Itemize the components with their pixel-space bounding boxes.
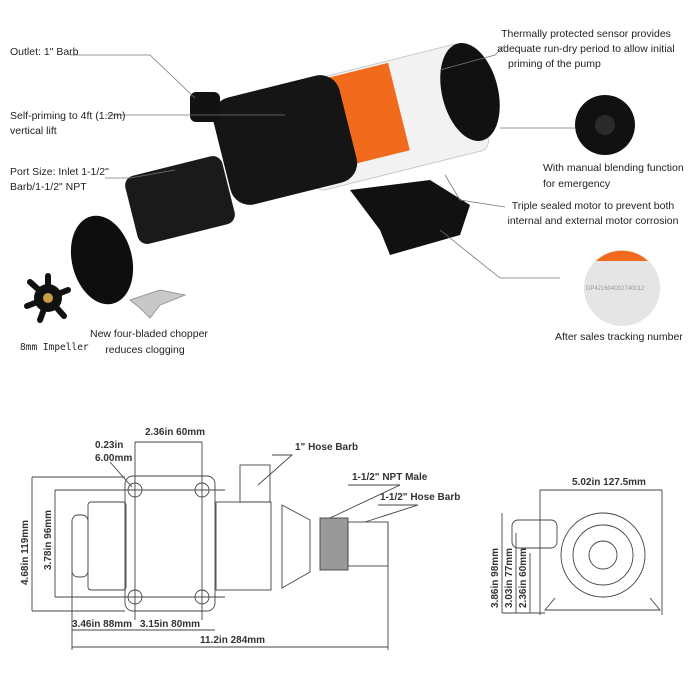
callout-thermal-3: priming of the pump xyxy=(508,58,601,70)
callout-port-size: Port Size: Inlet 1-1/2" xyxy=(10,166,109,178)
pump-photo xyxy=(70,43,500,305)
callout-self-priming-2: vertical lift xyxy=(10,125,57,137)
chopper-photo xyxy=(128,289,187,319)
tracking-code: DP421604002740012 xyxy=(586,286,645,292)
callout-outlet: Outlet: 1" Barb xyxy=(10,46,79,58)
callout-port-size-2: Barb/1-1/2" NPT xyxy=(10,181,87,193)
callout-chopper: New four-bladed chopper xyxy=(90,328,208,340)
dim-height-inner: 3.78in 96mm xyxy=(43,509,54,570)
callout-self-priming: Self-priming to 4ft (1.2m) xyxy=(10,110,126,122)
end-view-drawing xyxy=(501,489,663,615)
callout-impeller: 8mm Impeller xyxy=(20,342,89,353)
label-hose-barb-1: 1" Hose Barb xyxy=(295,442,359,453)
callout-chopper-2: reduces clogging xyxy=(105,344,185,356)
dim-bolt-spacing: 2.36in 60mm xyxy=(145,427,206,438)
dim-hole-in: 0.23in xyxy=(95,440,124,451)
callout-thermal-2: adequate run-dry period to allow initial xyxy=(497,43,675,55)
dim-motor-len: 3.46in 88mm xyxy=(72,619,133,630)
leader-lines xyxy=(70,44,575,279)
dim-end-h3: 2.36in 60mm xyxy=(518,547,529,608)
tracking-label-photo xyxy=(584,250,660,326)
label-npt-male: 1-1/2" NPT Male xyxy=(352,472,428,483)
callout-sealed-2: internal and external motor corrosion xyxy=(507,215,679,227)
callout-tracking: After sales tracking number xyxy=(555,331,683,343)
dim-height-outer: 4.68in 119mm xyxy=(20,519,31,585)
callout-blending-2: for emergency xyxy=(543,178,611,190)
dim-total-len: 11.2in 284mm xyxy=(200,635,266,646)
dim-base-len: 3.15in 80mm xyxy=(140,619,201,630)
dim-end-h1: 3.86in 98mm xyxy=(490,547,501,608)
dim-end-h2: 3.03in 77mm xyxy=(504,547,515,608)
label-hose-barb-15: 1-1/2" Hose Barb xyxy=(380,492,461,503)
side-view-drawing xyxy=(31,441,419,650)
dim-end-width: 5.02in 127.5mm xyxy=(572,477,646,488)
callout-sealed: Triple sealed motor to prevent both xyxy=(511,200,675,212)
callout-thermal: Thermally protected sensor provides xyxy=(501,28,671,40)
blending-knob-photo xyxy=(575,95,635,155)
callout-blending: With manual blending function xyxy=(543,162,684,174)
dim-hole-mm: 6.00mm xyxy=(95,453,133,464)
impeller-photo xyxy=(24,273,71,323)
